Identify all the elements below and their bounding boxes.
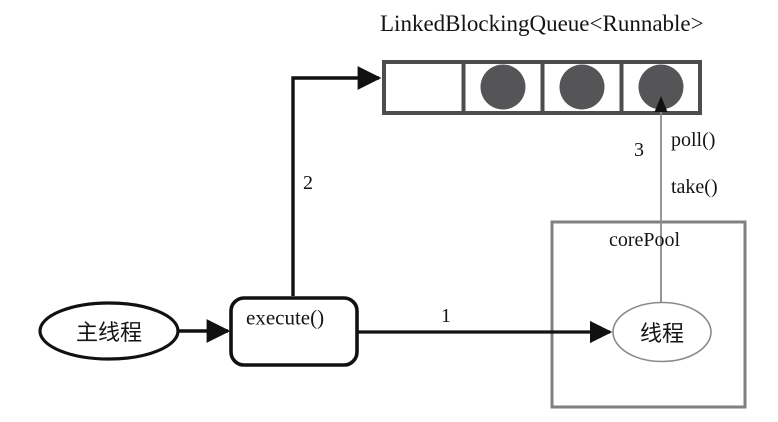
edge-label-step1: 1 [441, 305, 451, 327]
execute-box [229, 296, 359, 367]
queue-task-circle [480, 64, 526, 110]
main-thread-ellipse [38, 301, 180, 361]
arrow-step2-execute-to-queue [291, 66, 382, 296]
edge-label-step3: 3 [634, 139, 644, 161]
main-thread-label: 主线程 [75, 321, 143, 346]
annotation-poll: poll() [671, 129, 716, 151]
annotation-take: take() [671, 176, 718, 198]
corepool-box [550, 220, 747, 409]
worker-thread-ellipse [612, 301, 712, 363]
worker-thread-label: 线程 [639, 322, 685, 347]
execute-label: execute() [246, 305, 325, 330]
corepool-label: corePool [609, 229, 681, 251]
edge-label-step2: 2 [303, 172, 313, 194]
queue-title: LinkedBlockingQueue<Runnable> [380, 11, 704, 36]
queue-task-circle [638, 64, 684, 110]
queue-box [382, 60, 702, 115]
arrow-step3-head [654, 96, 668, 112]
queue-task-circle [559, 64, 605, 110]
